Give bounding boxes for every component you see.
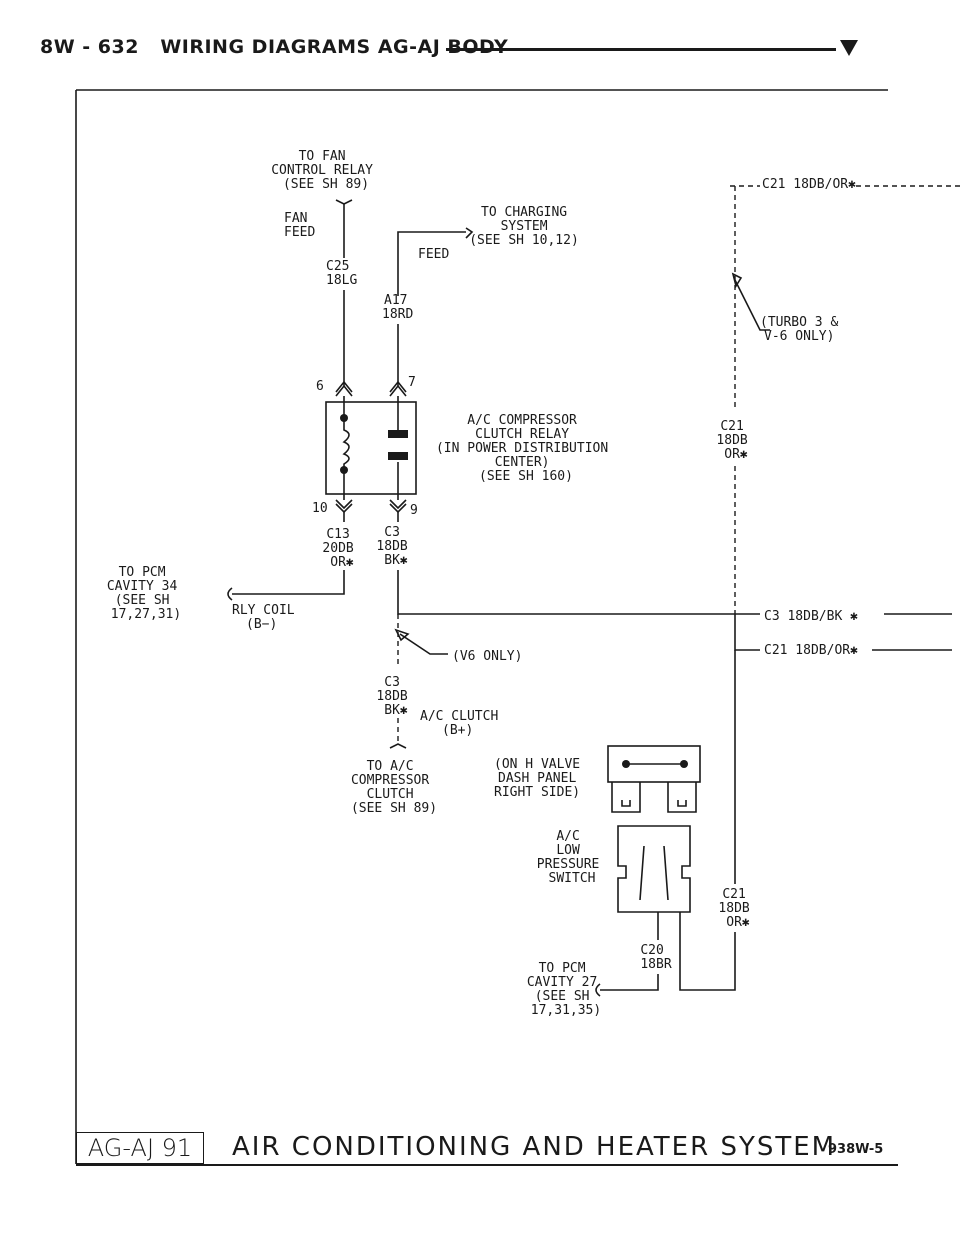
pin-10-connector-icon — [335, 499, 353, 514]
page-frame — [75, 89, 888, 1164]
ac-clutch-connector-icon — [389, 743, 407, 749]
pressure-switch-terminals-icon — [611, 782, 697, 813]
c21-right-label: C21 18DB/OR✱ — [764, 643, 858, 658]
wire-c21-to-switch — [679, 912, 736, 991]
c3-right-label: C3 18DB/BK ✱ — [764, 609, 858, 624]
a17-wire-label: A17 18RD — [382, 293, 415, 322]
c20-wire-label: C20 18BR — [640, 943, 671, 972]
relay-box — [325, 401, 417, 495]
fan-feed-label: FAN FEED — [284, 211, 315, 240]
page-number: 8W - 632 — [40, 36, 139, 58]
feed-label: FEED — [418, 247, 449, 262]
page-header: 8W - 632 WIRING DIAGRAMS AG-AJ BODY — [40, 36, 508, 58]
relay-contact-top-icon — [388, 430, 408, 438]
model-label: AG-AJ 91 — [87, 1134, 193, 1162]
pin-6-connector-icon — [335, 380, 353, 397]
model-box: AG-AJ 91 — [76, 1132, 204, 1164]
fan-feed-arrow-icon — [335, 199, 353, 205]
pin-9-connector-icon — [389, 499, 407, 514]
header-rule — [446, 48, 836, 51]
pcm-34-connector-icon — [227, 587, 233, 601]
pressure-switch-housing — [607, 745, 701, 783]
triangle-marker-icon — [840, 40, 858, 56]
pressure-switch-dot-left — [622, 760, 630, 768]
pressure-switch-dot-right — [680, 760, 688, 768]
c13-wire-label: C13 20DB OR✱ — [322, 527, 361, 570]
c21-mid-label: C21 18DB OR✱ — [716, 419, 755, 462]
relay-pin-leads-bottom — [343, 494, 399, 522]
wire-c3-upper — [397, 570, 760, 615]
h-valve-label: (ON H VALVE DASH PANEL RIGHT SIDE) — [494, 757, 588, 800]
to-ac-compressor-label: TO A/C COMPRESSOR CLUTCH (SEE SH 89) — [351, 759, 437, 816]
pin-6-label: 6 — [316, 379, 324, 394]
wire-c13 — [232, 570, 345, 595]
pin-9-label: 9 — [410, 503, 418, 518]
turbo-note-label: (TURBO 3 & V-6 ONLY) — [760, 315, 846, 344]
c25-wire-label: C25 18LG — [326, 259, 357, 288]
to-pcm-34-label: TO PCM CAVITY 34 (SEE SH 17,27,31) — [107, 565, 185, 622]
c21-top-label: C21 18DB/OR✱ — [762, 177, 856, 192]
rly-coil-label: RLY COIL (B−) — [232, 603, 302, 632]
pressure-switch-plug-icon — [617, 825, 691, 913]
to-pcm-27-label: TO PCM CAVITY 27 (SEE SH 17,31,35) — [527, 961, 605, 1018]
system-title: AIR CONDITIONING AND HEATER SYSTEM — [232, 1132, 837, 1162]
v6-leader — [399, 633, 448, 655]
turbo-leader — [734, 279, 770, 331]
wire-a17-top — [397, 231, 466, 296]
wire-c20 — [600, 912, 659, 991]
relay-coil-icon — [342, 418, 350, 480]
charging-feed-arrow-icon — [465, 227, 474, 239]
diagram-code: 938W-5 — [828, 1142, 884, 1157]
relay-contact-bottom-icon — [388, 452, 408, 460]
v6-note-label: (V6 ONLY) — [452, 649, 522, 664]
pin-10-label: 10 — [312, 501, 328, 516]
pcm-27-connector-icon — [595, 983, 601, 997]
footer-rule — [76, 1164, 898, 1166]
ac-clutch-label: A/C CLUTCH (B+) — [420, 709, 506, 738]
c3-lower-label: C3 18DB BK✱ — [376, 675, 415, 718]
page-title: WIRING DIAGRAMS AG-AJ BODY — [160, 36, 509, 58]
c21-bottom-label: C21 18DB OR✱ — [718, 887, 757, 930]
pressure-switch-label: A/C LOW PRESSURE SWITCH — [537, 829, 607, 886]
c3-upper-label: C3 18DB BK✱ — [376, 525, 415, 568]
relay-coil-dot-bottom — [340, 466, 348, 474]
pin-7-connector-icon — [389, 380, 407, 397]
turbo-arrow-icon — [731, 272, 743, 289]
charging-system-label: TO CHARGING SYSTEM (SEE SH 10,12) — [469, 205, 579, 248]
fan-relay-label: TO FAN CONTROL RELAY (SEE SH 89) — [271, 149, 381, 192]
pin-7-label: 7 — [408, 375, 416, 390]
v6-arrow-icon — [394, 628, 410, 642]
relay-label: A/C COMPRESSOR CLUTCH RELAY (IN POWER DI… — [436, 413, 616, 484]
